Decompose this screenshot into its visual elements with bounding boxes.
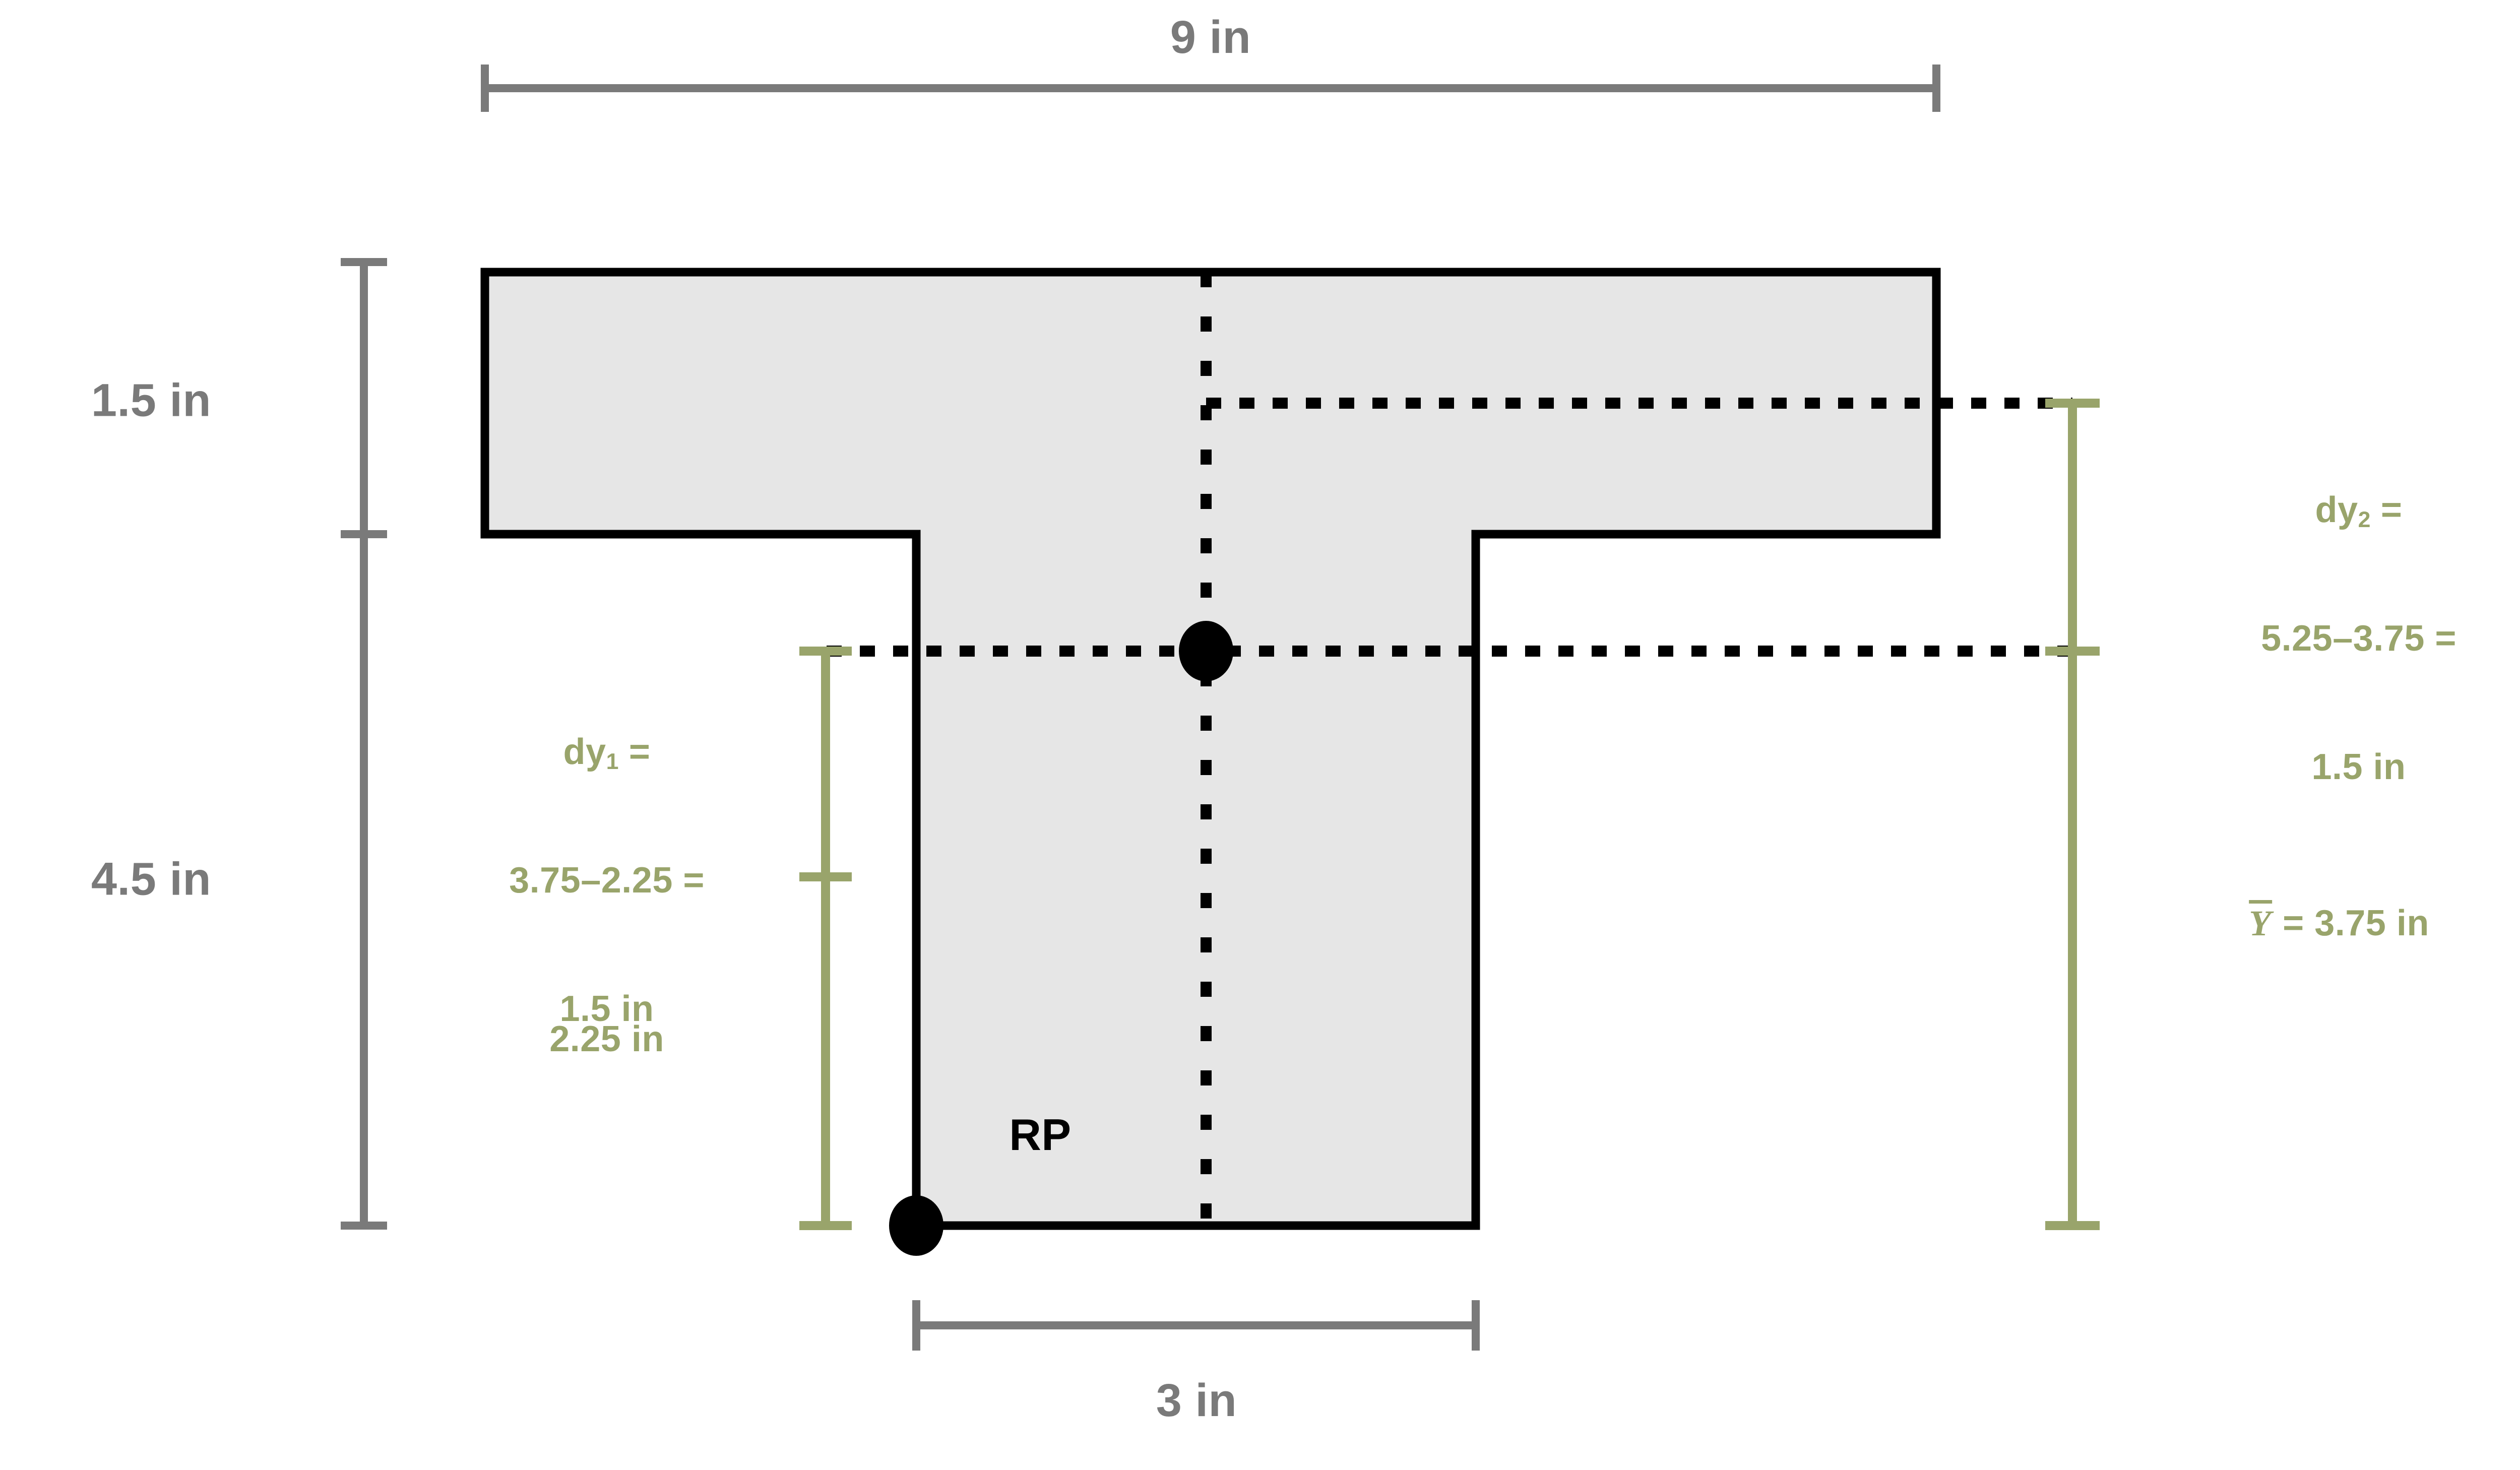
label-dy2-line1: dy2 = (2167, 489, 2520, 532)
label-dy1-line2: 3.75–2.25 = (509, 860, 705, 901)
label-225in: 2.25 in (549, 1019, 664, 1059)
label-dy1-line1: dy1 = (446, 731, 768, 774)
label-dy1-block: dy1 = 3.75–2.25 = 1.5 in (446, 645, 768, 1116)
dimension-3in (912, 1300, 1480, 1351)
tsection-shape (480, 268, 1941, 1230)
label-dy2-equals: = (2370, 489, 2403, 530)
label-9in: 9 in (1170, 12, 1251, 63)
label-ybar: Y = 3.75 in (2248, 900, 2429, 945)
label-dy1-line3: 1.5 in (559, 988, 654, 1029)
label-dy2-symbol: dy (2315, 489, 2358, 530)
label-reference-point: RP (1009, 1110, 1072, 1160)
label-ybar-value: = 3.75 in (2272, 903, 2429, 943)
label-ybar-symbol: Y (2248, 900, 2273, 945)
label-dy1-equals: = (618, 731, 651, 772)
label-dy2-line3: 1.5 in (2311, 746, 2406, 787)
label-3in: 3 in (1156, 1375, 1237, 1426)
dimension-dy1 (799, 647, 852, 1230)
label-dy2-line2: 5.25–3.75 = (2261, 618, 2456, 659)
label-dy2-block: dy2 = 5.25–3.75 = 1.5 in (2167, 403, 2520, 874)
reference-point-dot (889, 1195, 943, 1256)
dimension-9in (481, 65, 1940, 112)
dimension-left-heights (341, 258, 387, 1230)
label-dy1-symbol: dy (563, 731, 606, 772)
centroid-dot (1179, 621, 1233, 681)
dimension-ybar (2045, 399, 2100, 1230)
label-stem-height: 4.5 in (91, 853, 212, 905)
label-dy2-subscript: 2 (2358, 507, 2371, 532)
label-flange-thickness: 1.5 in (91, 374, 212, 426)
label-dy1-subscript: 1 (606, 749, 619, 774)
